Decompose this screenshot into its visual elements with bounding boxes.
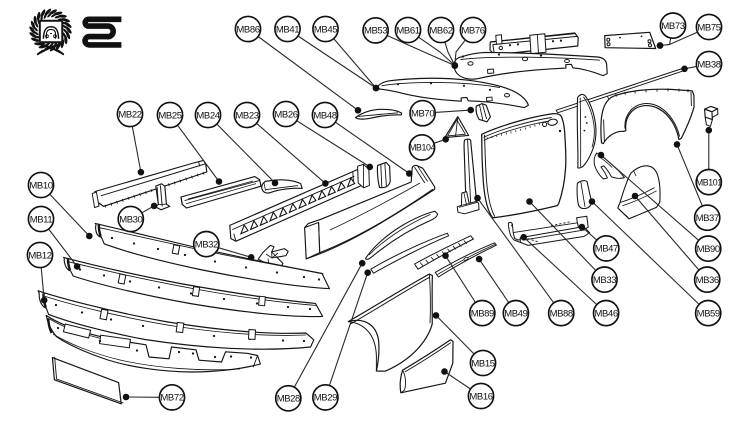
svg-text:MB45: MB45 bbox=[314, 24, 337, 35]
svg-text:MB37: MB37 bbox=[696, 213, 719, 224]
svg-text:MB49: MB49 bbox=[504, 308, 527, 319]
svg-text:MB70: MB70 bbox=[411, 109, 434, 120]
svg-text:MB16: MB16 bbox=[469, 391, 492, 402]
svg-text:MB30: MB30 bbox=[119, 214, 142, 225]
svg-text:MB23: MB23 bbox=[235, 110, 258, 121]
svg-text:MB75: MB75 bbox=[697, 22, 720, 33]
svg-text:MB26: MB26 bbox=[274, 109, 297, 120]
svg-text:MB101: MB101 bbox=[696, 177, 722, 187]
svg-text:MB11: MB11 bbox=[30, 214, 53, 225]
svg-text:MB59: MB59 bbox=[697, 308, 720, 319]
svg-text:MB32: MB32 bbox=[195, 239, 218, 250]
svg-text:MB86: MB86 bbox=[236, 24, 259, 35]
svg-text:MB12: MB12 bbox=[28, 250, 51, 261]
svg-text:MB36: MB36 bbox=[696, 275, 719, 286]
svg-text:MB15: MB15 bbox=[471, 358, 494, 369]
svg-text:MB33: MB33 bbox=[593, 275, 616, 286]
svg-text:MB22: MB22 bbox=[118, 109, 141, 120]
svg-text:MB73: MB73 bbox=[661, 21, 684, 32]
svg-text:MB89: MB89 bbox=[471, 308, 494, 319]
svg-text:MB24: MB24 bbox=[196, 110, 219, 121]
svg-text:MB90: MB90 bbox=[697, 244, 720, 255]
svg-text:MB41: MB41 bbox=[276, 24, 299, 35]
svg-text:MB104: MB104 bbox=[409, 143, 435, 153]
svg-text:MB88: MB88 bbox=[550, 308, 573, 319]
svg-text:MB53: MB53 bbox=[364, 26, 387, 37]
svg-text:MB28: MB28 bbox=[277, 394, 300, 405]
svg-text:MB25: MB25 bbox=[158, 110, 181, 121]
svg-text:MB72: MB72 bbox=[160, 393, 183, 404]
svg-text:MB10: MB10 bbox=[29, 180, 52, 191]
svg-text:MB62: MB62 bbox=[429, 25, 452, 36]
svg-text:MB48: MB48 bbox=[313, 110, 336, 121]
svg-text:MB46: MB46 bbox=[594, 308, 617, 319]
svg-text:MB47: MB47 bbox=[595, 244, 618, 255]
svg-text:MB76: MB76 bbox=[461, 25, 484, 36]
svg-text:MB61: MB61 bbox=[396, 25, 419, 36]
svg-text:MB29: MB29 bbox=[314, 393, 337, 404]
svg-text:MB38: MB38 bbox=[697, 59, 720, 70]
